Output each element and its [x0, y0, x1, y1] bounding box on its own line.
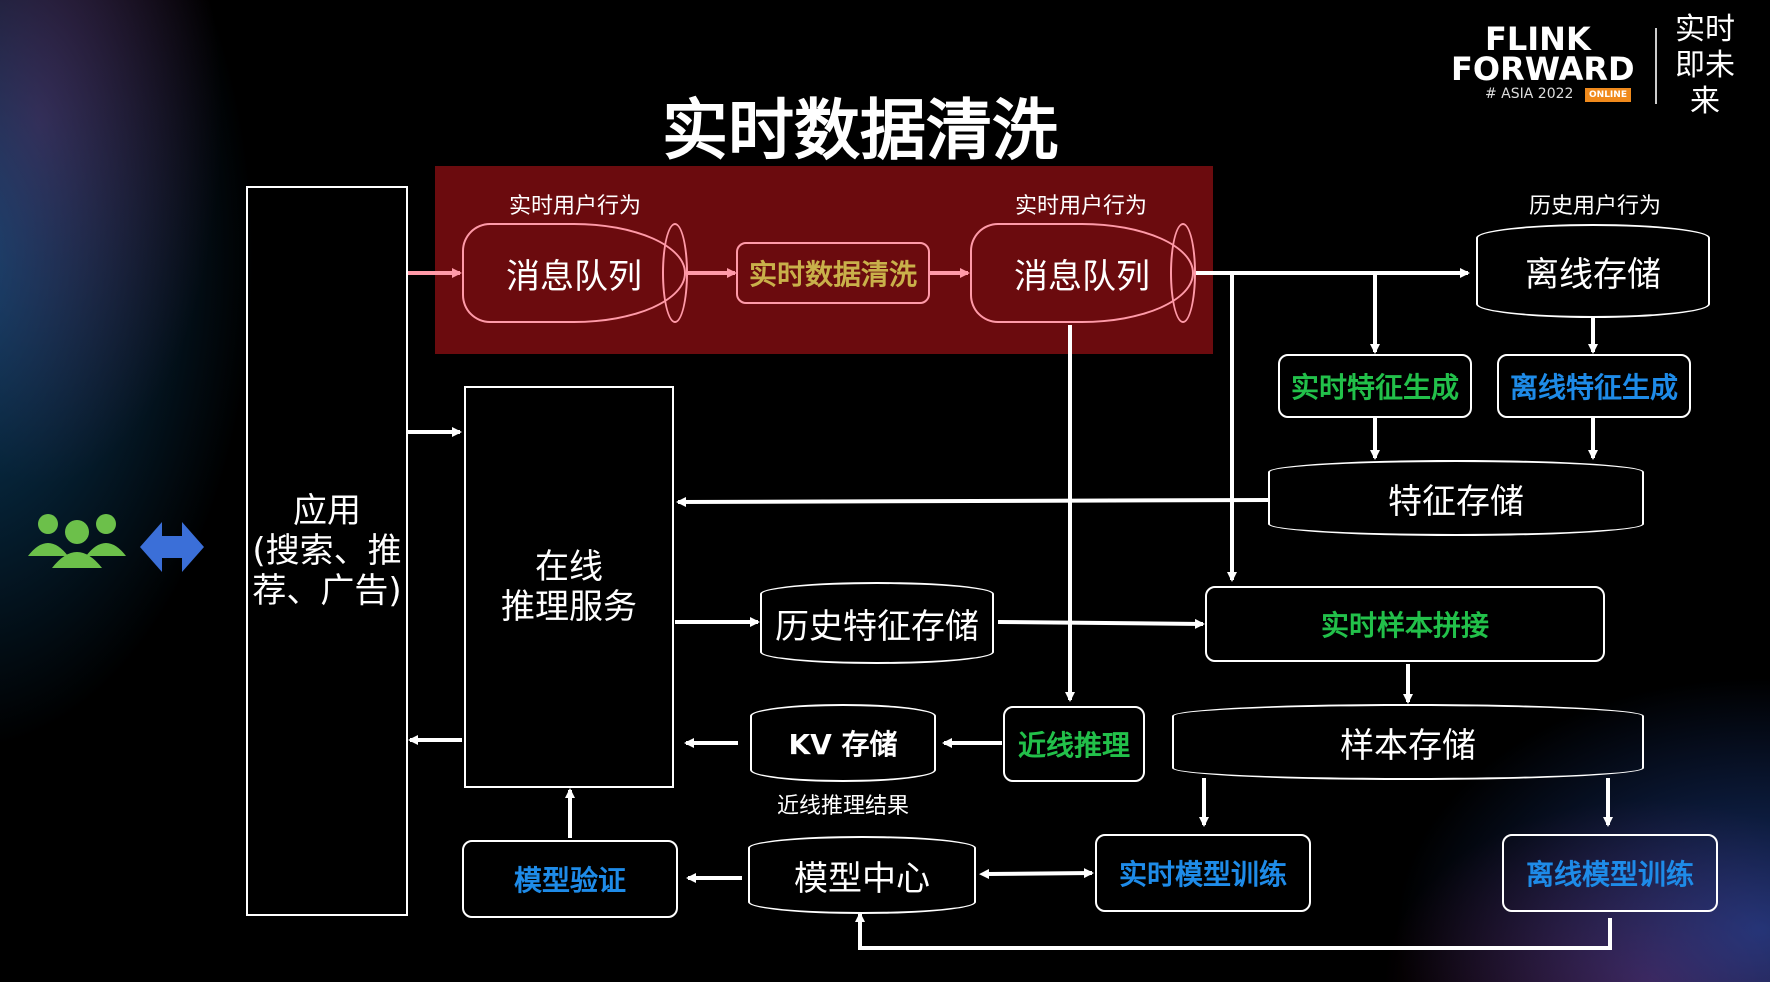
- message-queue-2[interactable]: 消息队列: [970, 223, 1194, 323]
- label-nearline-results: 近线推理结果: [776, 794, 909, 819]
- label-historical-behavior: 历史用户行为: [1528, 194, 1661, 219]
- offline-feature-generation[interactable]: 离线特征生成: [1497, 354, 1691, 418]
- model-verification[interactable]: 模型验证: [462, 840, 678, 918]
- page-title: 实时数据清洗: [662, 92, 1058, 169]
- model-center[interactable]: 模型中心: [748, 836, 976, 914]
- realtime-feature-generation[interactable]: 实时特征生成: [1278, 354, 1472, 418]
- offline-storage[interactable]: 离线存储: [1476, 224, 1710, 318]
- application-block[interactable]: 应用 (搜索、推 荐、广告): [246, 186, 408, 916]
- historical-feature-storage[interactable]: 历史特征存储: [760, 582, 994, 664]
- realtime-sample-join[interactable]: 实时样本拼接: [1205, 586, 1605, 662]
- message-queue-1[interactable]: 消息队列: [462, 223, 686, 323]
- logo-online-tag: ONLINE: [1585, 88, 1631, 102]
- flink-forward-logo: FLINK FORWARD # ASIA 2022 ONLINE 实时即未来: [1445, 12, 1755, 119]
- message-queue-1-end: [662, 223, 688, 323]
- kv-storage[interactable]: KV 存储: [750, 704, 936, 782]
- online-inference-service[interactable]: 在线 推理服务: [464, 386, 674, 788]
- realtime-model-training[interactable]: 实时模型训练: [1095, 834, 1311, 912]
- nearline-inference[interactable]: 近线推理: [1003, 706, 1145, 782]
- feature-storage[interactable]: 特征存储: [1268, 460, 1644, 536]
- sample-storage[interactable]: 样本存储: [1172, 704, 1644, 780]
- logo-line-asia: # ASIA 2022: [1485, 86, 1574, 102]
- message-queue-2-end: [1170, 223, 1196, 323]
- logo-line-flink: FLINK: [1485, 20, 1591, 58]
- logo-divider: [1655, 28, 1657, 104]
- offline-model-training[interactable]: 离线模型训练: [1502, 834, 1718, 912]
- label-realtime-behavior-1: 实时用户行为: [508, 194, 641, 219]
- logo-line-forward: FORWARD: [1451, 50, 1635, 88]
- logo-slogan: 实时即未来: [1675, 12, 1735, 119]
- label-realtime-behavior-2: 实时用户行为: [1014, 194, 1147, 219]
- realtime-data-cleaning-node[interactable]: 实时数据清洗: [736, 242, 930, 304]
